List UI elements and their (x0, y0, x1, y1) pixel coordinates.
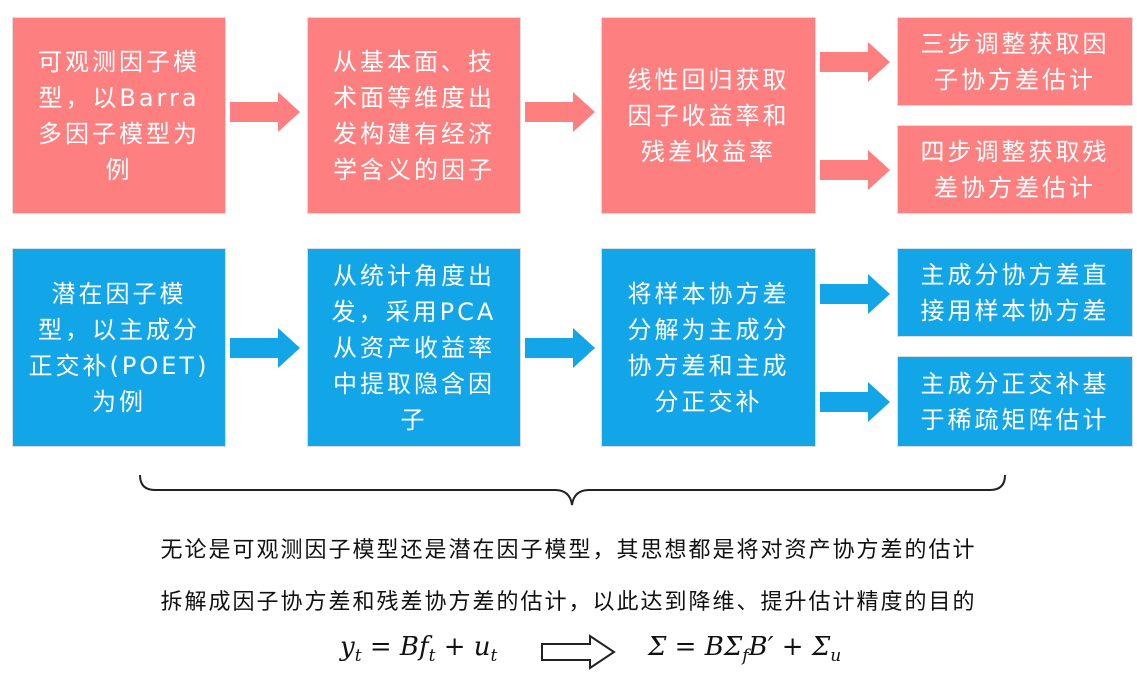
latent-model-box: 潜在因子模型，以主成分正交补(POET)为例 (12, 248, 226, 447)
observable-model-box: 可观测因子模型，以Barra多因子模型为例 (12, 17, 226, 214)
box-text: 将样本协方差分解为主成分协方差和主成分正交补 (627, 279, 790, 416)
box-text: 三步调整获取因子协方差估计 (920, 29, 1110, 94)
arrow-right-icon (820, 150, 890, 190)
arrow-right-icon (820, 274, 890, 314)
arrow-right-icon (525, 92, 595, 132)
box-text: 线性回归获取因子收益率和残差收益率 (627, 65, 790, 166)
box-text: 四步调整获取残差协方差估计 (920, 137, 1110, 202)
summary-line-1: 无论是可观测因子模型还是潜在因子模型，其思想都是将对资产协方差的估计 (160, 538, 977, 563)
orth-cov-box: 主成分正交补基于稀疏矩阵估计 (897, 356, 1133, 447)
box-text: 主成分协方差直接用样本协方差 (920, 260, 1110, 325)
formula-left: yt = Bft + ut (340, 632, 498, 667)
box-text: 潜在因子模型，以主成分正交补(POET)为例 (28, 279, 210, 416)
latent-decompose-box: 将样本协方差分解为主成分协方差和主成分正交补 (601, 248, 816, 447)
implies-arrow-icon (541, 634, 616, 670)
arrow-right-icon (525, 328, 595, 368)
arrow-right-icon (820, 382, 890, 422)
latent-construct-box: 从统计角度出发，采用PCA从资产收益率中提取隐含因子 (307, 248, 521, 447)
box-text: 从统计角度出发，采用PCA从资产收益率中提取隐含因子 (331, 261, 497, 434)
arrow-right-icon (230, 328, 300, 368)
box-text: 可观测因子模型，以Barra多因子模型为例 (38, 47, 200, 184)
formula-right: Σ = BΣfB′ + Σu (648, 632, 842, 667)
curly-brace-icon (139, 474, 1006, 506)
box-text: 从基本面、技术面等维度出发构建有经济学含义的因子 (333, 47, 495, 184)
summary-line-2: 拆解成因子协方差和残差协方差的估计，以此达到降维、提升估计精度的目的 (160, 590, 977, 615)
observable-regression-box: 线性回归获取因子收益率和残差收益率 (601, 17, 816, 214)
observable-construct-box: 从基本面、技术面等维度出发构建有经济学含义的因子 (307, 17, 521, 214)
arrow-right-icon (820, 42, 890, 82)
box-text: 主成分正交补基于稀疏矩阵估计 (920, 369, 1110, 434)
factor-cov-box: 三步调整获取因子协方差估计 (897, 17, 1133, 106)
arrow-right-icon (230, 92, 300, 132)
pc-cov-box: 主成分协方差直接用样本协方差 (897, 248, 1133, 337)
resid-cov-box: 四步调整获取残差协方差估计 (897, 125, 1133, 214)
